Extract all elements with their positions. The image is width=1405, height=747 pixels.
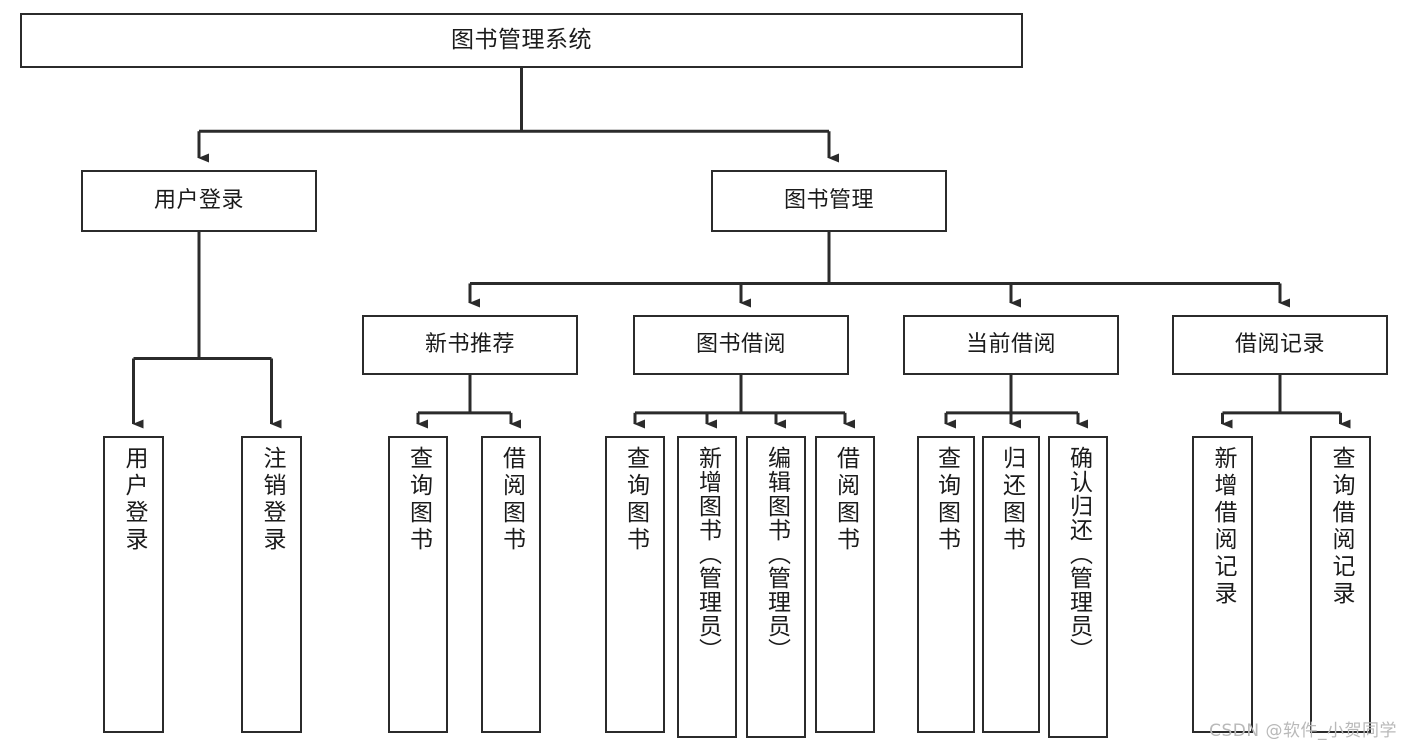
- node-book-borrow: 图书借阅: [633, 315, 849, 375]
- node-user-login: 用户登录: [81, 170, 317, 232]
- node-label: 借阅图书: [832, 446, 859, 554]
- node-leaf-edit-book-admin: 编辑图书（管理员）: [746, 436, 806, 738]
- node-leaf-query-borrow-record: 查询借阅记录: [1310, 436, 1371, 733]
- node-new-book-recommend: 新书推荐: [362, 315, 578, 375]
- node-label: 图书借阅: [695, 332, 786, 358]
- node-label: 图书管理系统: [451, 27, 592, 54]
- node-label: 查询图书: [933, 446, 960, 554]
- node-leaf-query-book-current: 查询图书: [917, 436, 975, 733]
- node-current-borrow: 当前借阅: [903, 315, 1119, 375]
- node-leaf-user-login: 用户登录: [103, 436, 164, 733]
- node-label: 新增图书（管理员）: [694, 446, 721, 662]
- node-label: 注销登录: [259, 446, 285, 554]
- node-root: 图书管理系统: [20, 13, 1023, 68]
- node-leaf-borrow-book-rec: 借阅图书: [481, 436, 541, 733]
- node-label: 图书管理: [783, 188, 874, 214]
- node-leaf-confirm-return-admin: 确认归还（管理员）: [1048, 436, 1108, 738]
- node-label: 查询借阅记录: [1328, 446, 1354, 608]
- node-label: 用户登录: [121, 446, 147, 554]
- node-label: 编辑图书（管理员）: [763, 446, 790, 662]
- node-leaf-add-borrow-record: 新增借阅记录: [1192, 436, 1253, 733]
- node-book-manage: 图书管理: [711, 170, 947, 232]
- node-label: 新增借阅记录: [1210, 446, 1236, 608]
- node-leaf-query-book-borrow: 查询图书: [605, 436, 665, 733]
- node-leaf-logout: 注销登录: [241, 436, 302, 733]
- node-leaf-borrow-book: 借阅图书: [815, 436, 875, 733]
- node-label: 用户登录: [153, 188, 244, 214]
- node-label: 查询图书: [405, 446, 432, 554]
- node-label: 新书推荐: [424, 332, 515, 358]
- node-label: 查询图书: [622, 446, 649, 554]
- node-label: 借阅记录: [1234, 332, 1325, 358]
- node-label: 确认归还（管理员）: [1065, 446, 1092, 662]
- node-borrow-record: 借阅记录: [1172, 315, 1388, 375]
- node-leaf-query-book-rec: 查询图书: [388, 436, 448, 733]
- node-leaf-return-book: 归还图书: [982, 436, 1040, 733]
- node-label: 当前借阅: [965, 332, 1056, 358]
- node-leaf-add-book-admin: 新增图书（管理员）: [677, 436, 737, 738]
- node-label: 归还图书: [998, 446, 1025, 554]
- node-label: 借阅图书: [498, 446, 525, 554]
